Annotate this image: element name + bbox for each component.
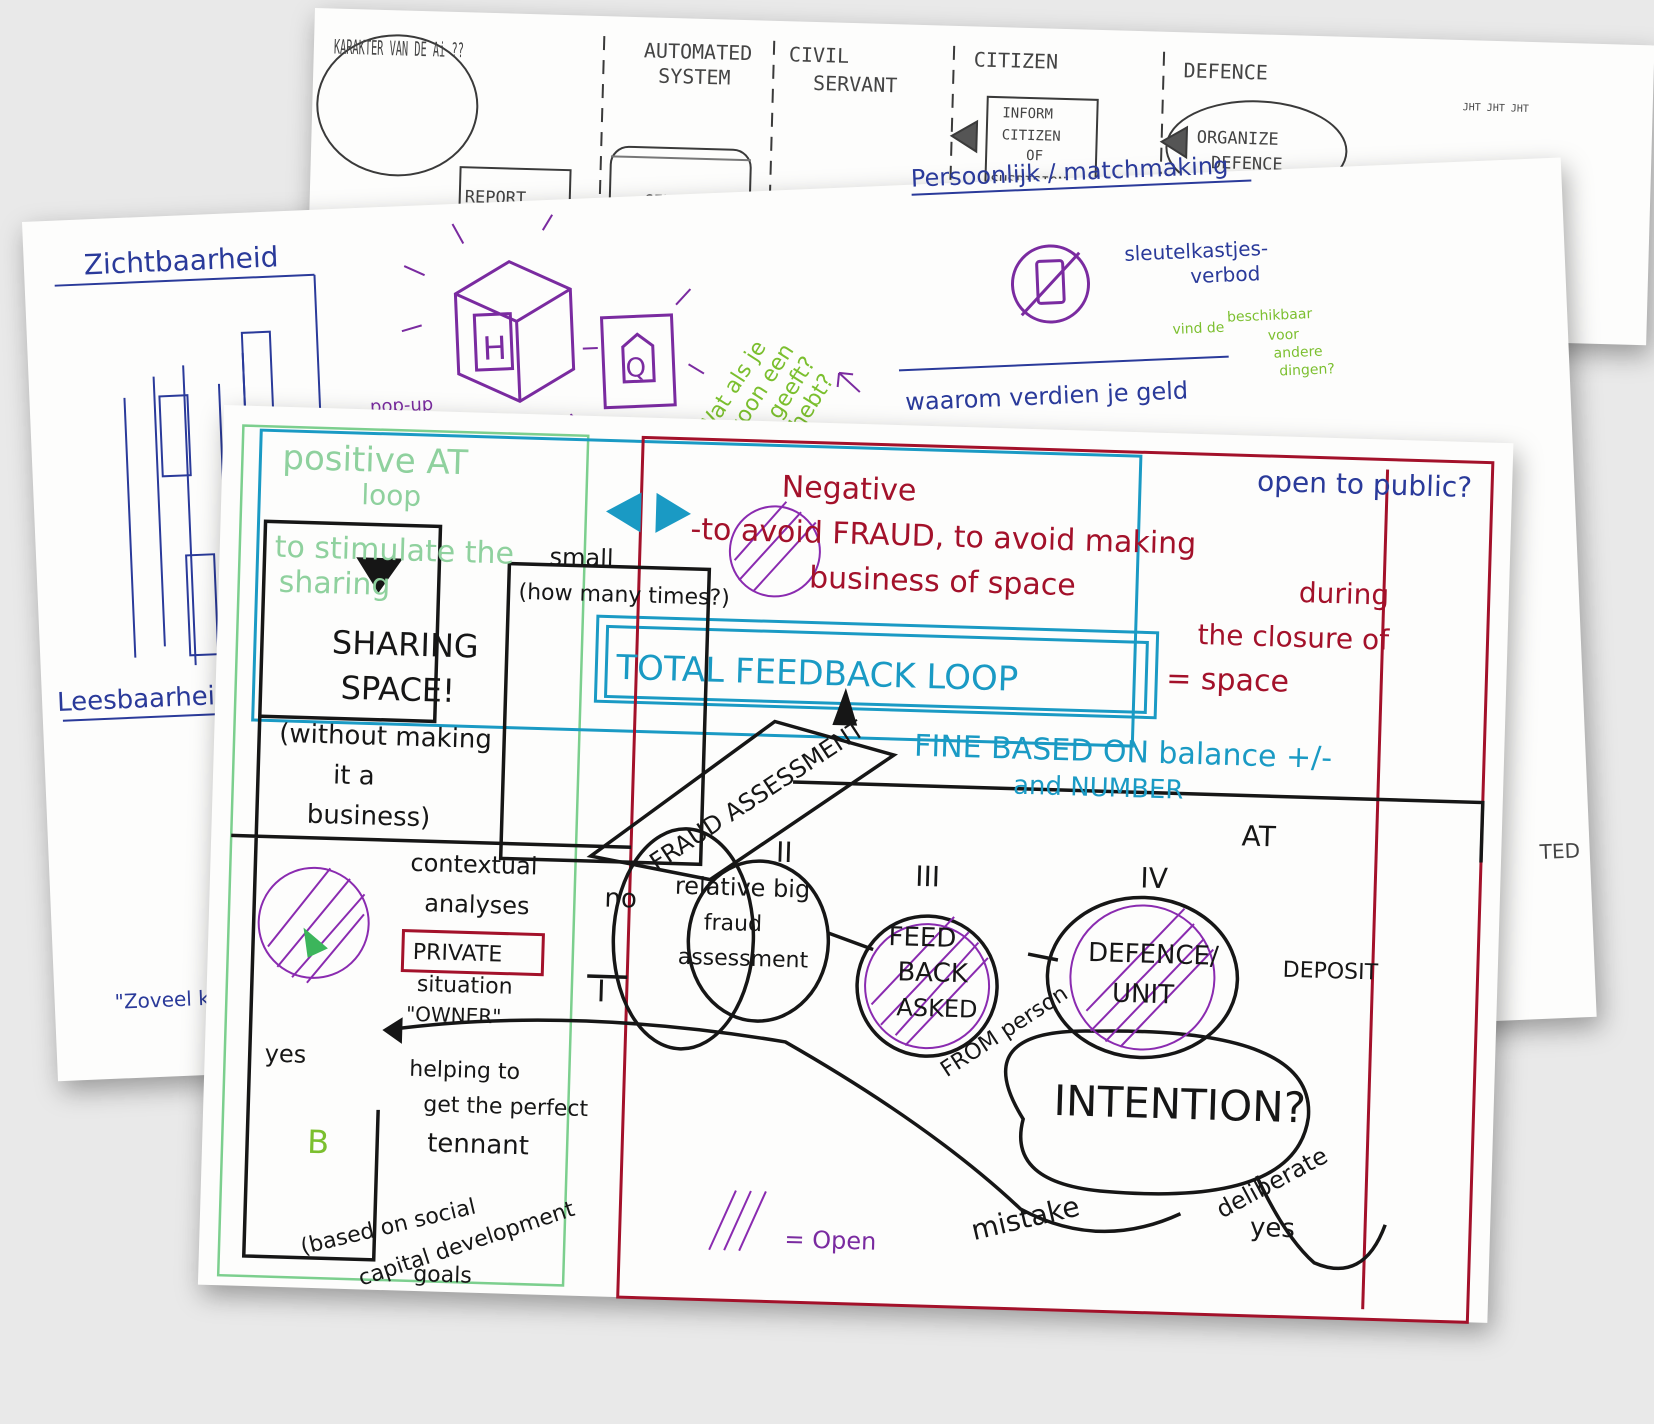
contextual-text-1: contextual xyxy=(410,849,538,881)
zichtbaarheid-heading: Zichtbaarheid xyxy=(83,240,279,281)
organize-label-1: ORGANIZE xyxy=(1196,128,1278,150)
house-letter-q: Q xyxy=(625,353,647,384)
deposit-text: DEPOSIT xyxy=(1282,958,1379,986)
stimulate-text-1: to stimulate the xyxy=(274,530,514,572)
col-defence-label: DEFENCE xyxy=(1183,58,1268,84)
without-text-1: (without making xyxy=(279,719,492,755)
intention-text: INTENTION? xyxy=(1053,1076,1307,1132)
fine-text-2: and NUMBER xyxy=(1013,771,1184,806)
vind-text-2: beschikbaar xyxy=(1227,306,1313,326)
sheet-front-drawing: positive AT loop to stimulate the sharin… xyxy=(216,424,1495,1324)
fraud-assessment-box xyxy=(586,719,899,882)
contextual-text-2: analyses xyxy=(424,889,530,920)
defence-circle xyxy=(1045,895,1240,1060)
yes-label: yes xyxy=(264,1040,306,1069)
without-text-2: it a xyxy=(333,760,375,791)
small-text: small xyxy=(549,543,614,573)
cube-letter-h: H xyxy=(482,329,508,368)
helping-text-1: helping to xyxy=(409,1057,520,1085)
col-ai-label: KARAKTER VAN DE Ai ?? xyxy=(334,35,465,63)
back-edge-text: TED xyxy=(1538,838,1580,864)
defence-text-1: DEFENCE/ xyxy=(1088,938,1220,972)
private-text-1: PRIVATE xyxy=(412,940,502,968)
negative-title: Negative xyxy=(781,470,917,509)
closure-text-1: the closure of xyxy=(1197,618,1391,657)
b-label: B xyxy=(307,1123,330,1162)
feed-text-1: FEED xyxy=(888,922,957,954)
mistake-text: mistake xyxy=(968,1190,1083,1247)
relative-text-3: assessment xyxy=(677,945,808,974)
sheet-front: positive AT loop to stimulate the sharin… xyxy=(197,405,1514,1324)
waarom-text: waarom verdien je geld xyxy=(905,376,1189,416)
yes2-label: yes xyxy=(1250,1213,1296,1244)
vind-text-5: dingen? xyxy=(1279,361,1335,379)
fine-text-1: FINE BASED ON balance +/- xyxy=(914,729,1333,776)
avoid-text-1: -to avoid FRAUD, to avoid making xyxy=(690,512,1197,562)
total-feedback-frame xyxy=(251,428,1160,748)
feed-text-3: ASKED xyxy=(896,993,978,1023)
ai-character-ellipse xyxy=(316,34,479,177)
total-feedback-text: TOTAL FEEDBACK LOOP xyxy=(615,648,1019,700)
col-servant-label: SERVANT xyxy=(813,71,898,97)
during-text: during xyxy=(1298,576,1389,612)
inform-label-1: INFORM xyxy=(1002,105,1053,122)
how-many-text: (how many times?) xyxy=(518,580,730,611)
numeral-3: III xyxy=(915,860,941,894)
relative-text-1: relative big xyxy=(675,872,811,904)
helping-text-2: get the perfect xyxy=(423,1092,589,1122)
assessment-circle xyxy=(611,827,756,1051)
cube-icon xyxy=(453,259,576,403)
leesbaarheid-heading: Leesbaarhei xyxy=(57,681,216,718)
positive-at-title: positive AT xyxy=(282,438,469,483)
sharing-text-2: SPACE! xyxy=(340,669,455,710)
vind-text-3: voor xyxy=(1268,327,1300,344)
black-structure xyxy=(231,519,1485,1271)
vind-text-1: vind de xyxy=(1172,320,1225,338)
defence-text-2: UNIT xyxy=(1111,979,1174,1011)
sleutel-text-2: verbod xyxy=(1190,261,1261,288)
relative-text-2: fraud xyxy=(703,910,762,937)
at-label: AT xyxy=(1241,819,1277,853)
stimulate-text-2: sharing xyxy=(278,565,391,603)
inform-label-2: CITIZEN xyxy=(1001,127,1060,145)
quote-text: "Zoveel k xyxy=(114,986,210,1014)
intention-bubble xyxy=(1004,1029,1311,1196)
sheet-back-drawing: KARAKTER VAN DE Ai ?? AUTOMATED SYSTEM C… xyxy=(316,34,1530,322)
feed-text-2: BACK xyxy=(897,957,969,989)
numeral-1: I xyxy=(596,974,606,1009)
inform-label-3: OF xyxy=(1026,148,1043,164)
loop-title: loop xyxy=(361,478,422,513)
house-icon xyxy=(599,313,677,410)
numeral-2: II xyxy=(775,836,792,869)
col-citizen-label: CITIZEN xyxy=(973,47,1058,73)
col-civil-label: CIVIL xyxy=(789,42,850,68)
without-text-3: business) xyxy=(306,800,430,834)
open-legend-text: = Open xyxy=(784,1225,877,1256)
open-public-text: open to public? xyxy=(1257,465,1473,504)
no-phone-icon xyxy=(1010,244,1090,324)
deliberate-text: deliberate xyxy=(1212,1141,1333,1224)
closure-text-2: = space xyxy=(1166,661,1290,700)
feedback-circle xyxy=(855,914,999,1058)
sharing-text-1: SHARING xyxy=(331,623,479,665)
based-text-3: goals xyxy=(413,1262,472,1289)
col-automated-label: AUTOMATED xyxy=(644,38,753,65)
private-text-2: situation xyxy=(417,972,513,1000)
tally-marks: JHT JHT JHT xyxy=(1463,102,1530,115)
numeral-4: IV xyxy=(1140,861,1168,895)
private-text-3: "OWNER" xyxy=(406,1002,502,1029)
vind-text-4: andere xyxy=(1273,344,1323,362)
helping-text-3: tennant xyxy=(427,1128,530,1161)
sheet-back: KARAKTER VAN DE Ai ?? AUTOMATED SYSTEM C… xyxy=(306,8,1654,346)
no-label: no xyxy=(604,884,637,915)
col-system-label: SYSTEM xyxy=(658,64,731,90)
purple-hatch-group xyxy=(257,501,1216,1252)
avoid-text-2: business of space xyxy=(809,560,1077,603)
